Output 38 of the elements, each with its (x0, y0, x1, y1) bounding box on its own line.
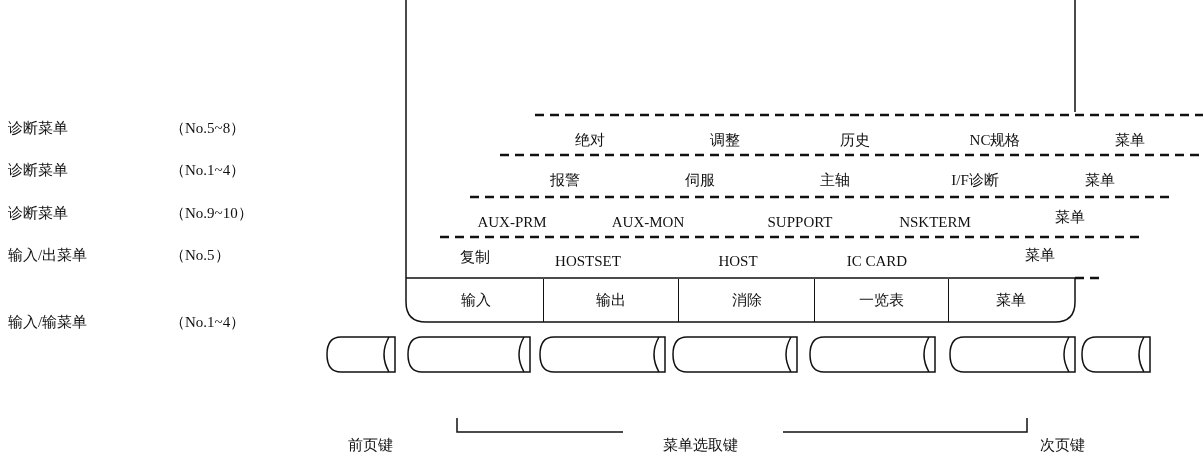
menu-label: AUX-MON (611, 213, 685, 231)
menu-label: 菜单 (1085, 171, 1115, 189)
menu-label: NC规格 (969, 131, 1021, 149)
menu-label: 主轴 (820, 171, 850, 189)
menu-label: AUX-PRM (477, 213, 547, 231)
softkey-display-cell: 输出 (543, 279, 678, 322)
softkey-display-cell: 一览表 (814, 279, 948, 322)
menu-label: （No.1~4） (170, 313, 246, 331)
menu-label: 菜单 (1025, 246, 1055, 264)
menu-label: 诊断菜单 (8, 204, 68, 222)
menu-label: 伺服 (685, 171, 715, 189)
menu-label: （No.5~8） (170, 119, 246, 137)
menu-label: 输入/出菜单 (8, 246, 88, 264)
menu-label: HOST (718, 252, 758, 270)
menu-label: 历史 (840, 131, 870, 149)
menu-label: 前页键 (347, 436, 393, 454)
menu-label: 次页键 (1039, 436, 1085, 454)
menu-label: 报警 (550, 171, 580, 189)
menu-label: I/F诊断 (951, 171, 999, 189)
menu-label: 复制 (460, 248, 490, 266)
menu-label: （No.5） (170, 246, 230, 264)
softkey-display-cell: 消除 (678, 279, 814, 322)
menu-label: SUPPORT (767, 213, 833, 231)
menu-label: （No.1~4） (170, 161, 246, 179)
menu-label: 输入/输菜单 (8, 313, 88, 331)
menu-label: 诊断菜单 (8, 161, 68, 179)
menu-label: 菜单 (1115, 131, 1145, 149)
menu-label: HOSTSET (555, 252, 621, 270)
menu-label: 菜单 (1055, 208, 1085, 226)
menu-label: 调整 (710, 131, 740, 149)
menu-label: 菜单选取键 (662, 436, 738, 454)
menu-label: （No.9~10） (170, 204, 253, 222)
menu-label: NSKTERM (899, 213, 971, 231)
menu-label: 诊断菜单 (8, 119, 68, 137)
softkey-display-cell: 菜单 (948, 279, 1073, 322)
menu-label: 绝对 (575, 131, 605, 149)
menu-label: IC CARD (846, 252, 908, 270)
softkey-display-cell: 输入 (408, 279, 543, 322)
